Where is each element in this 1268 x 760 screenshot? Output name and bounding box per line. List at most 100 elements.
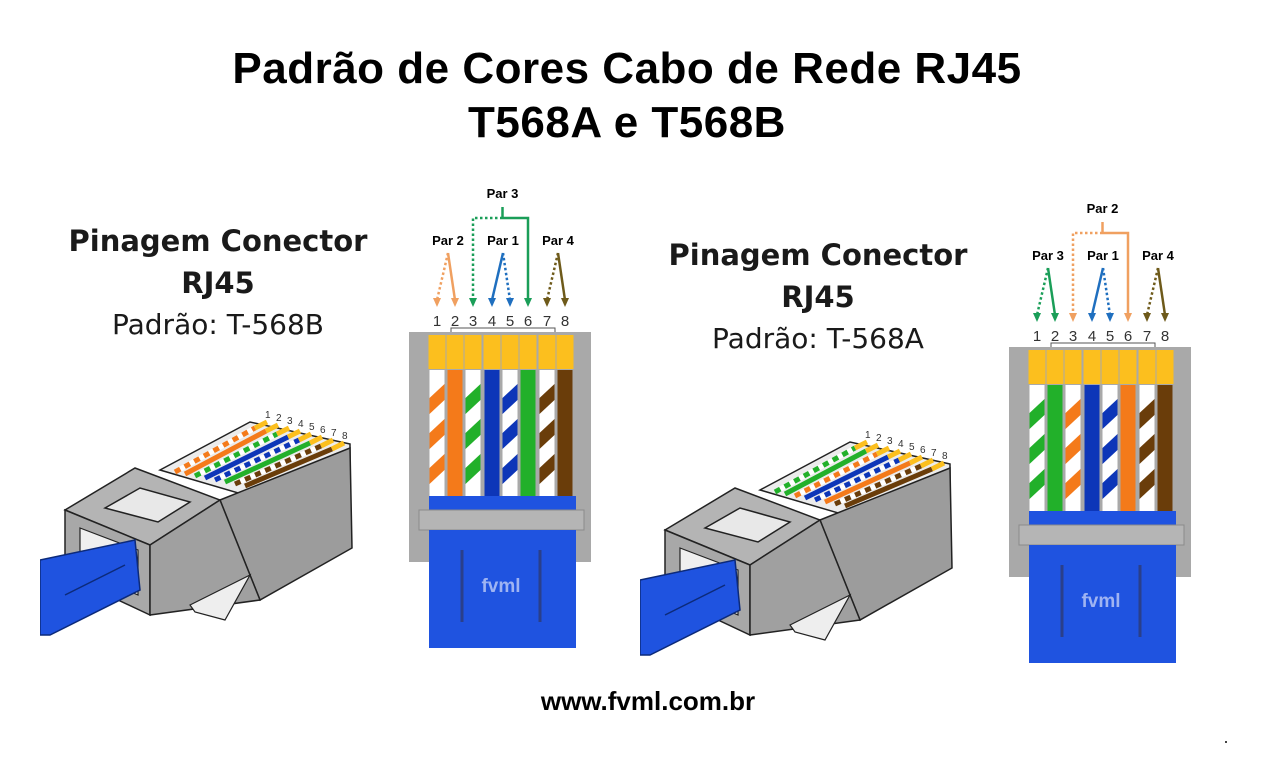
t568b-wire-pin-2 (447, 370, 463, 496)
arrowhead (451, 298, 459, 307)
wire-3d-stripe (173, 425, 257, 475)
t568b-wire-pin-6 (520, 370, 536, 496)
pair-label: Par 2 (432, 233, 464, 248)
t568a-3d-wire-pin-6: 6 (823, 445, 926, 505)
wire-3d-stripe (193, 431, 279, 479)
contact-3d (308, 434, 324, 446)
t568b-wire-pin-4 (484, 370, 500, 496)
wire-stripe (502, 384, 518, 414)
t568b-gold-contact (428, 335, 446, 369)
t568b-3d-wire-pin-3: 3 (193, 416, 293, 479)
t568a-3d-wire-pin-7: 7 (833, 448, 937, 507)
t568b-wire-pin-1 (429, 370, 445, 496)
wire-insulation (484, 370, 500, 496)
pin-number-3d: 5 (909, 442, 915, 453)
t568b-brand-logo: fvml (481, 576, 520, 597)
wire-stripe (539, 454, 555, 484)
arrowhead (561, 298, 569, 307)
wire-stripe (502, 454, 518, 484)
t568b-latch (189, 573, 252, 621)
wire-stripe (539, 419, 555, 449)
arrowhead (1069, 313, 1077, 322)
pair-arrow-dotted (545, 252, 560, 301)
t568b-heading: Pinagem Conector (68, 224, 368, 258)
t568a-gold-contact (1138, 350, 1156, 384)
arrowhead (1088, 313, 1096, 322)
arrowhead (543, 298, 551, 307)
pair-arrow-dotted (435, 252, 450, 301)
t568b-plug-top-window (103, 487, 192, 523)
t568a-gold-contact (1156, 350, 1174, 384)
t568b-pair-arrow-par-4: Par 4 (542, 233, 575, 307)
pin-number-3d: 1 (265, 410, 271, 421)
t568b-3d-wire-pin-7: 7 (233, 428, 337, 487)
t568b-gold-contact (556, 335, 574, 369)
t568a-standard-label: Padrão: T-568A (712, 322, 924, 355)
contact-3d (853, 439, 869, 451)
contact-3d (286, 428, 302, 440)
t568a-plug-top-window (703, 507, 792, 543)
pair-arrow-solid (1090, 267, 1105, 316)
arrowhead (524, 298, 532, 307)
contact-3d (919, 457, 935, 469)
t568a-pin-number: 3 (1069, 328, 1077, 345)
t568b-pin-number: 6 (524, 313, 532, 330)
wire-stripe (1139, 399, 1155, 429)
t568b-standard-label: Padrão: T-568B (112, 308, 324, 341)
wire-stripe (1029, 434, 1045, 464)
wire-3d (783, 448, 868, 497)
pin-number-3d: 4 (298, 419, 304, 430)
t568b-3d-wire-pin-2: 2 (183, 413, 282, 477)
t568a-pair-arrow-par-3: Par 3 (1032, 248, 1064, 322)
t568b-pin-number: 1 (433, 313, 441, 330)
t568a-wire-pin-8 (1157, 385, 1173, 511)
wire-insulation (447, 370, 463, 496)
wire-3d-stripe (233, 443, 323, 487)
t568b-gold-contact (501, 335, 519, 369)
t568a-gold-contact (1083, 350, 1101, 384)
t568a-heading: Pinagem Conector (668, 238, 968, 272)
pin-number-3d: 5 (309, 422, 315, 433)
pair-arrow-solid (1156, 267, 1167, 316)
arrowhead (1106, 313, 1114, 322)
t568a-cable-line (664, 584, 726, 616)
t568a-label-block: Pinagem Conector RJ45 Padrão: T-568A (668, 238, 968, 355)
t568a-pin-number: 2 (1051, 328, 1059, 345)
pin-number-3d: 4 (898, 439, 904, 450)
pin-number-3d: 3 (287, 416, 293, 427)
contact-3d (930, 460, 946, 472)
t568a-cable-boot (1029, 545, 1176, 663)
contact-3d (897, 451, 913, 463)
wire-stripe (429, 384, 445, 414)
contact-3d (864, 442, 880, 454)
t568a-3d-wire-pin-8: 8 (844, 451, 948, 509)
t568b-cable-jacket (40, 539, 141, 636)
pair-label: Par 3 (1032, 248, 1064, 263)
contact-3d (875, 445, 891, 457)
wire-stripe (1139, 469, 1155, 499)
wire-insulation (1157, 385, 1173, 511)
t568a-gold-contact (1046, 350, 1064, 384)
t568a-pin-number: 8 (1161, 328, 1169, 345)
t568a-cable-jacket (640, 559, 741, 656)
arrowhead (1124, 313, 1132, 322)
t568a-3d-wire-pin-5: 5 (813, 442, 915, 503)
wire-stripe (1029, 469, 1045, 499)
arrowhead (1051, 313, 1059, 322)
website-url[interactable]: www.fvml.com.br (540, 686, 756, 716)
t568a-boot-top (1029, 511, 1176, 525)
t568b-boot-top (429, 496, 576, 510)
wire-stripe (1065, 399, 1081, 429)
pair-label: Par 4 (542, 233, 575, 248)
pair-arrow-solid (502, 216, 530, 300)
wire-stripe (1102, 469, 1118, 499)
t568a-wire-pin-3 (1065, 385, 1081, 511)
pair-arrow-solid (1102, 231, 1130, 315)
wire-3d-stripe (833, 463, 923, 507)
wire-stripe (1102, 399, 1118, 429)
wire-stripe (429, 454, 445, 484)
wire-stripe (429, 419, 445, 449)
pair-arrow-dotted (471, 216, 503, 300)
pair-label: Par 2 (1087, 201, 1119, 216)
